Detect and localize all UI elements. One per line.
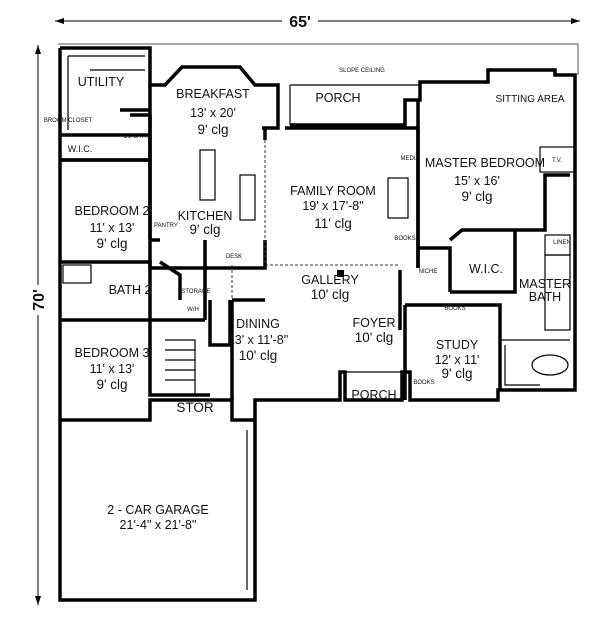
bedroom3-size: 11' x 13' (90, 362, 135, 376)
front-porch-label: PORCH (351, 388, 396, 402)
utility-label: UTILITY (78, 75, 125, 89)
family-room-ceiling: 11' clg (314, 216, 352, 231)
bedroom2-ceiling: 9' clg (96, 236, 127, 251)
depth-dimension: 70' (28, 45, 48, 605)
svg-text:70': 70' (31, 289, 48, 311)
bedroom2-name: BEDROOM 2 (74, 204, 149, 218)
books-study-top-label: BOOKS (444, 306, 465, 312)
breakfast-size: 13' x 20' (190, 106, 236, 120)
storage-label: STORAGE (181, 289, 210, 295)
half-bath-label: 1/2 BATH (123, 134, 149, 140)
pantry-label: PANTRY (154, 223, 178, 229)
tv-label: T.V. (552, 158, 562, 164)
dining-name: DINING (236, 317, 280, 331)
master-bedroom-name: MASTER BEDROOM (425, 156, 545, 170)
study-name: STUDY (436, 338, 479, 352)
width-dimension: 65' (55, 10, 580, 31)
gallery-name: GALLERY (301, 273, 359, 287)
kitchen-ceiling: 9' clg (189, 222, 220, 237)
water-heater-label: W/H (187, 307, 199, 313)
desk-label: DESK (226, 254, 242, 260)
breakfast-ceiling: 9' clg (197, 122, 228, 137)
rear-porch-name: PORCH (315, 91, 360, 105)
dining-size: 13' x 11'-8" (228, 333, 288, 347)
family-room-size: 19' x 17'-8" (302, 199, 363, 213)
books-family-label: BOOKS (394, 236, 415, 242)
foyer-ceiling: 10' clg (355, 330, 394, 345)
slope-ceiling-note: SLOPE CEILING (339, 68, 385, 74)
garage-name: 2 - CAR GARAGE (107, 503, 208, 517)
bedroom2-size: 11' x 13' (90, 221, 135, 235)
breakfast-name: BREAKFAST (176, 87, 250, 101)
room-labels: UTILITY BROOM CLOSET 1/2 BATH W.I.C. BRE… (44, 68, 571, 532)
gallery-ceiling: 10' clg (311, 287, 350, 302)
master-bedroom-size: 15' x 16' (454, 174, 500, 188)
foyer-name: FOYER (352, 316, 395, 330)
media-label: MEDIA (400, 156, 419, 162)
sitting-area-label: SITTING AREA (496, 94, 565, 105)
walls (58, 43, 579, 602)
study-size: 12' x 11' (435, 353, 480, 367)
wic-master-label: W.I.C. (469, 262, 503, 276)
master-bath-name2: BATH (529, 290, 561, 304)
broom-closet-label: BROOM CLOSET (44, 118, 93, 124)
stor-label: STOR (176, 400, 214, 415)
garage-size: 21'-4" x 21'-8" (120, 518, 197, 532)
bedroom3-ceiling: 9' clg (96, 377, 127, 392)
niche-label: NICHE (419, 269, 438, 275)
books-study-label: BOOKS (413, 380, 434, 386)
bedroom3-name: BEDROOM 3 (74, 346, 149, 360)
bath2-label: BATH 2 (109, 283, 152, 297)
master-bedroom-ceiling: 9' clg (461, 189, 492, 204)
family-room-name: FAMILY ROOM (290, 184, 376, 198)
dining-ceiling: 10' clg (239, 348, 278, 363)
study-ceiling: 9' clg (441, 366, 472, 381)
master-bath-name: MASTER (519, 277, 571, 291)
linen-label: LINEN (553, 240, 571, 246)
kitchen-name: KITCHEN (178, 209, 233, 223)
svg-text:65': 65' (289, 14, 311, 31)
wic-bed2-label: W.I.C. (68, 144, 93, 154)
